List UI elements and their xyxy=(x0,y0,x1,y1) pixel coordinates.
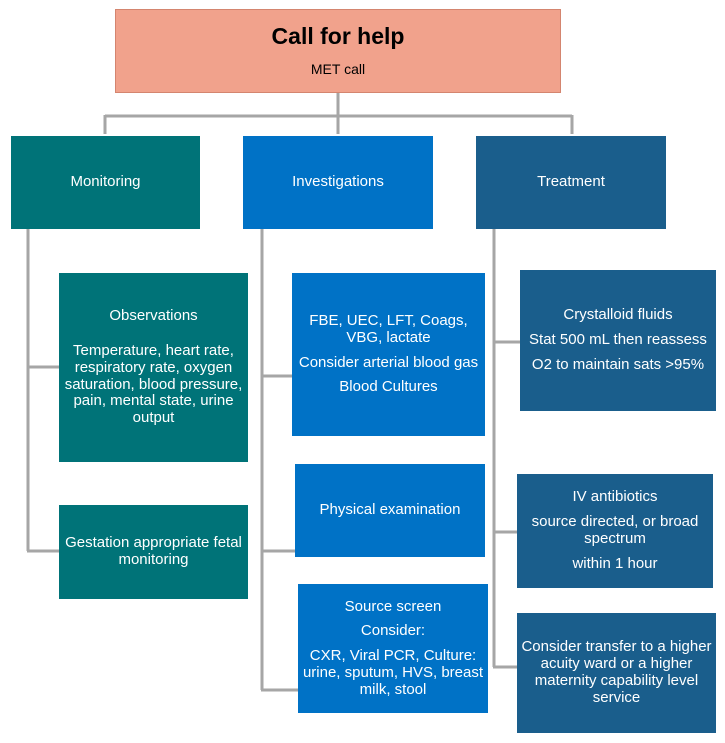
observations-title: Observations xyxy=(109,307,198,325)
blood-cultures-text: Blood Cultures xyxy=(339,378,438,396)
bloods-text: FBE, UEC, LFT, Coags, VBG, lactate xyxy=(309,311,468,346)
oxygen-target-text: O2 to maintain sats >95% xyxy=(531,355,705,373)
monitoring-header: Monitoring xyxy=(11,136,200,229)
call-for-help-title: Call for help xyxy=(271,23,405,50)
investigations-header: Investigations xyxy=(243,136,433,229)
treatment-header: Treatment xyxy=(476,136,666,229)
source-screen-text: CXR, Viral PCR, Culture: urine, sputum, … xyxy=(302,647,484,698)
source-screen-title: Source screen xyxy=(344,597,442,615)
physical-exam-text: Physical examination xyxy=(319,501,461,519)
monitoring-label: Monitoring xyxy=(70,173,141,191)
abg-text: Consider arterial blood gas xyxy=(298,353,479,371)
met-call-label: MET call xyxy=(310,61,366,78)
bloods-box: FBE, UEC, LFT, Coags, VBG, lactate Consi… xyxy=(292,273,485,436)
fluids-stat-text: Stat 500 mL then reassess xyxy=(529,331,707,349)
call-for-help-box: Call for help MET call xyxy=(115,9,561,93)
fetal-monitoring-text: Gestation appropriate fetal monitoring xyxy=(65,534,242,568)
antibiotics-box: IV antibiotics source directed, or broad… xyxy=(517,474,713,588)
antibiotics-title: IV antibiotics xyxy=(572,488,658,506)
fluids-title: Crystalloid fluids xyxy=(563,306,673,324)
investigations-label: Investigations xyxy=(292,173,384,191)
antibiotics-time-text: within 1 hour xyxy=(572,554,658,572)
fluids-box: Crystalloid fluids Stat 500 mL then reas… xyxy=(520,270,716,411)
observations-text: Temperature, heart rate, respiratory rat… xyxy=(64,341,243,427)
fetal-monitoring-box: Gestation appropriate fetal monitoring xyxy=(59,505,248,599)
treatment-label: Treatment xyxy=(537,173,605,191)
physical-exam-box: Physical examination xyxy=(295,464,485,557)
transfer-text: Consider transfer to a higher acuity war… xyxy=(521,638,712,706)
transfer-box: Consider transfer to a higher acuity war… xyxy=(517,613,716,733)
antibiotics-source-text: source directed, or broad spectrum xyxy=(531,513,699,547)
source-consider-label: Consider: xyxy=(360,622,426,640)
source-screen-box: Source screen Consider: CXR, Viral PCR, … xyxy=(298,584,488,713)
observations-box: Observations Temperature, heart rate, re… xyxy=(59,273,248,462)
